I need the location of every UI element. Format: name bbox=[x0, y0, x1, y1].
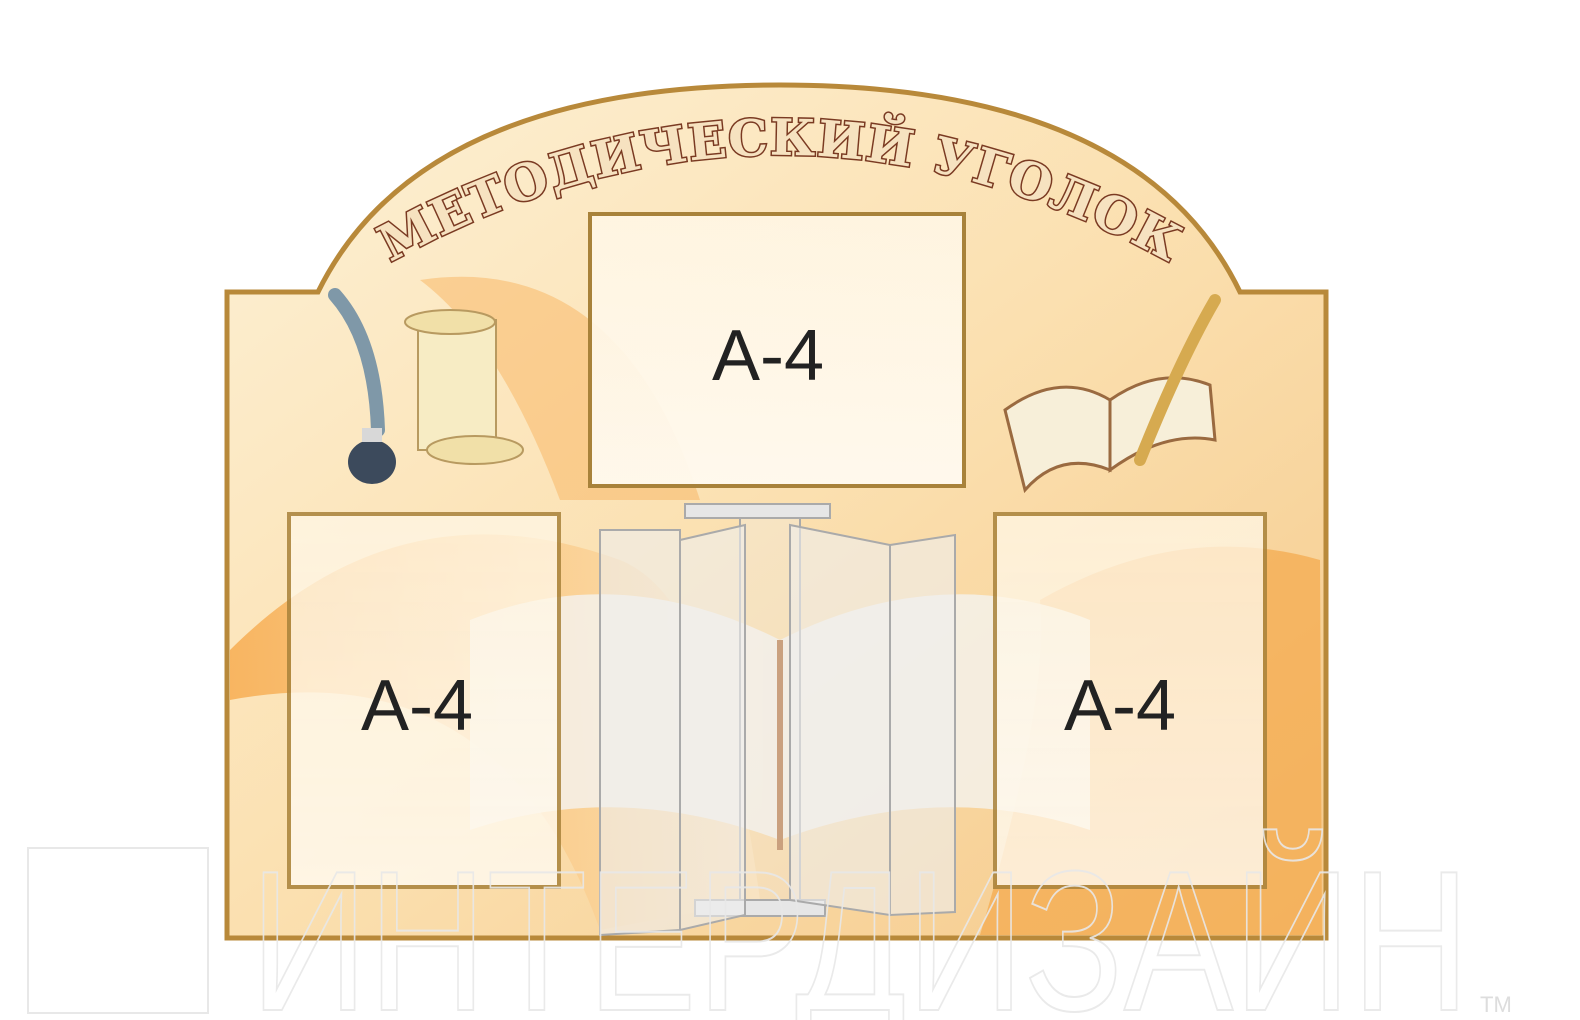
watermark: ИНТЕРДИЗАЙН TM bbox=[27, 827, 1512, 1020]
pocket-label: А-4 bbox=[1064, 666, 1176, 746]
flip-pocket-system bbox=[599, 503, 956, 937]
pocket-left: А-4 bbox=[287, 512, 561, 889]
trademark-mark: TM bbox=[1480, 992, 1512, 1017]
watermark-text: ИНТЕРДИЗАЙН bbox=[250, 828, 1470, 1020]
pocket-top: А-4 bbox=[588, 212, 966, 488]
scroll-icon bbox=[404, 309, 524, 465]
pocket-right: А-4 bbox=[993, 512, 1267, 889]
pocket-label: А-4 bbox=[361, 666, 473, 746]
pocket-label: А-4 bbox=[712, 316, 824, 396]
book-quill-icon bbox=[1003, 294, 1221, 494]
quill-inkwell-icon bbox=[328, 288, 396, 484]
